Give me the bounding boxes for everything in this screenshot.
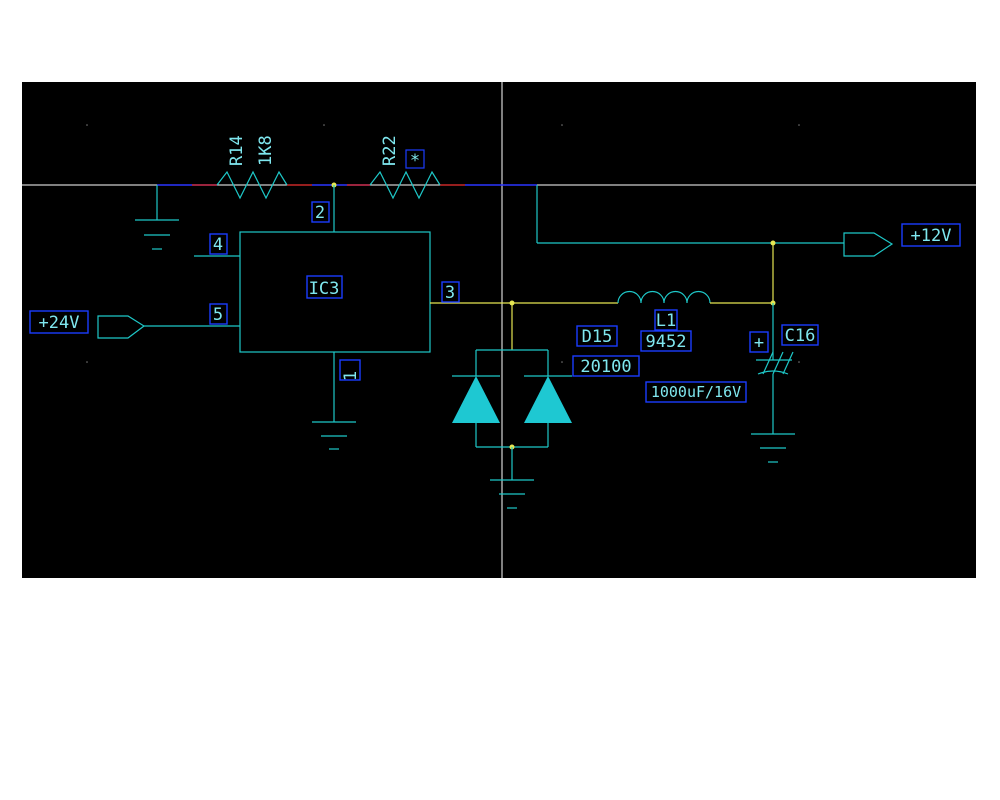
canvas-background [22,82,976,578]
r14-value-label: 1K8 [256,135,276,166]
c16-polarity-label: + [754,333,764,353]
r22-value-label: * [410,151,420,171]
ic-ic3[interactable]: IC3 2 4 5 3 1 [144,185,512,422]
resistor-r14[interactable]: R14 1K8 [216,135,288,200]
feedback-rail [157,182,844,246]
net-24v-label: +24V [39,313,80,333]
diode-right-icon [524,376,572,423]
inductor-l1[interactable]: L1 9452 [509,290,776,353]
ground-symbol-ic3 [312,421,356,450]
ic3-pin-2-label: 2 [315,203,325,223]
ic3-ref-label: IC3 [309,279,340,299]
d15-value-label: 20100 [580,357,631,377]
capacitor-c16[interactable]: + C16 1000uF/16V [645,324,819,434]
c16-value-label: 1000uF/16V [651,383,741,401]
r22-ref-label: R22 [380,135,400,166]
input-port-24v[interactable]: +24V [29,310,146,339]
l1-value-label: 9452 [646,332,687,352]
net-12v-label: +12V [911,226,952,246]
ground-symbol-capacitor [751,433,795,463]
ic3-pin-1-label: 1 [341,371,361,381]
r14-ref-label: R14 [227,135,247,166]
resistor-r22[interactable]: R22 * [369,135,441,200]
grid-dots [86,124,800,363]
d15-ref-label: D15 [582,327,613,347]
ground-symbol-diode [490,479,534,509]
output-port-12v[interactable]: +12V [843,223,961,257]
ground-symbol-left [135,185,179,250]
c16-ref-label: C16 [785,326,816,346]
ic3-pin-3-label: 3 [445,283,455,303]
diode-left-icon [452,376,500,423]
ic3-pin-4-label: 4 [213,235,223,255]
diode-d15[interactable]: D15 20100 [452,303,640,480]
schematic-canvas[interactable]: R14 1K8 R22 * IC3 2 4 5 3 1 [22,82,976,578]
l1-ref-label: L1 [656,311,676,331]
ic3-pin-5-label: 5 [213,305,223,325]
